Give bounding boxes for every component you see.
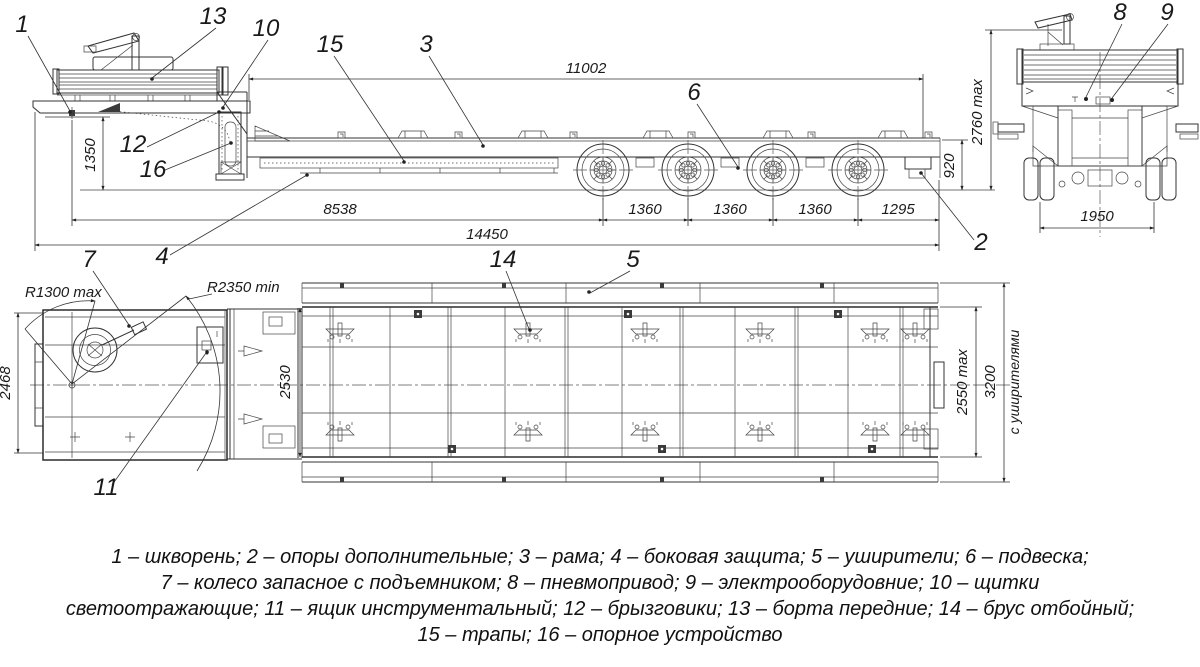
callout-frame: 3 [419,31,433,58]
dim-turn-radius-inner: R1300 max [25,284,102,301]
callout-ramps: 15 [317,31,344,58]
dim-front-width: 2468 [0,366,14,401]
dim-axle-spacing-1: 1360 [628,201,662,218]
dim-deck-width: 2550 max [954,349,971,416]
dim-overall-height: 2760 max [969,79,986,146]
legend-line-2: 7 – колесо запасное с подъемником; 8 – п… [160,572,1040,594]
callout-electrics: 9 [1160,0,1173,26]
dim-extenders-note: с уширителями [1006,329,1022,434]
rear-view: 1950 8 9 [992,0,1199,237]
side-view-geometry [32,32,995,201]
callout-rear-supports: 2 [973,229,987,256]
plan-view-callouts: 7 11 14 5 [82,246,640,501]
dim-overall-length: 14450 [466,226,508,243]
callout-extenders: 5 [626,246,640,273]
dim-turn-radius-outer: R2350 min [207,279,280,296]
trailer-drawing: 11002 1350 920 2760 max 8538 1360 1360 1… [0,0,1199,501]
rear-view-callouts: 8 9 [1085,0,1174,99]
callout-front-boards: 13 [200,3,227,30]
callout-air-drive: 8 [1113,0,1127,26]
dim-rear-overhang: 1295 [881,201,915,218]
legend-line-1: 1 – шкворень; 2 – опоры дополнительные; … [111,546,1089,568]
side-view: 11002 1350 920 2760 max 8538 1360 1360 1… [15,3,1062,270]
callout-support-device: 16 [140,156,167,183]
callout-toolbox: 11 [94,474,119,501]
dim-width-with-extenders: 3200 [982,365,999,399]
plan-view: R1300 max R2350 min 2468 2530 2550 max 3… [0,246,1022,501]
plan-view-geometry [24,282,1010,483]
dim-kingpin-to-first-axle: 8538 [323,201,357,218]
callout-kingpin: 1 [15,11,28,38]
callout-bumper-bar: 14 [490,246,517,273]
callout-mudguards: 12 [120,131,147,158]
legend-line-4: 15 – трапы; 16 – опорное устройство [417,624,783,646]
dim-deck-height: 920 [941,153,958,179]
dim-track-width: 1950 [1080,208,1114,225]
rear-view-geometry [992,13,1199,237]
callout-spare-wheel: 7 [82,246,97,273]
dim-fifth-wheel-height: 1350 [82,138,99,172]
legend: 1 – шкворень; 2 – опоры дополнительные; … [0,544,1200,648]
dim-axle-spacing-3: 1360 [798,201,832,218]
callout-side-guard: 4 [155,243,168,270]
callout-suspension: 6 [687,79,701,106]
rear-view-dimensions: 1950 [1039,202,1155,233]
plan-view-dimensions: R1300 max R2350 min 2468 2530 2550 max 3… [0,279,1022,483]
side-view-dimensions: 11002 1350 920 2760 max 8538 1360 1360 1… [34,29,1062,251]
dim-neck-width: 2530 [277,365,294,400]
dim-frame-length: 11002 [566,60,607,77]
callout-reflective-boards: 10 [253,15,280,42]
side-view-callouts: 1 13 10 15 3 6 12 16 2 4 [15,3,987,270]
dim-axle-spacing-2: 1360 [713,201,747,218]
legend-line-3: светоотражающие; 11 – ящик инструменталь… [65,598,1135,620]
